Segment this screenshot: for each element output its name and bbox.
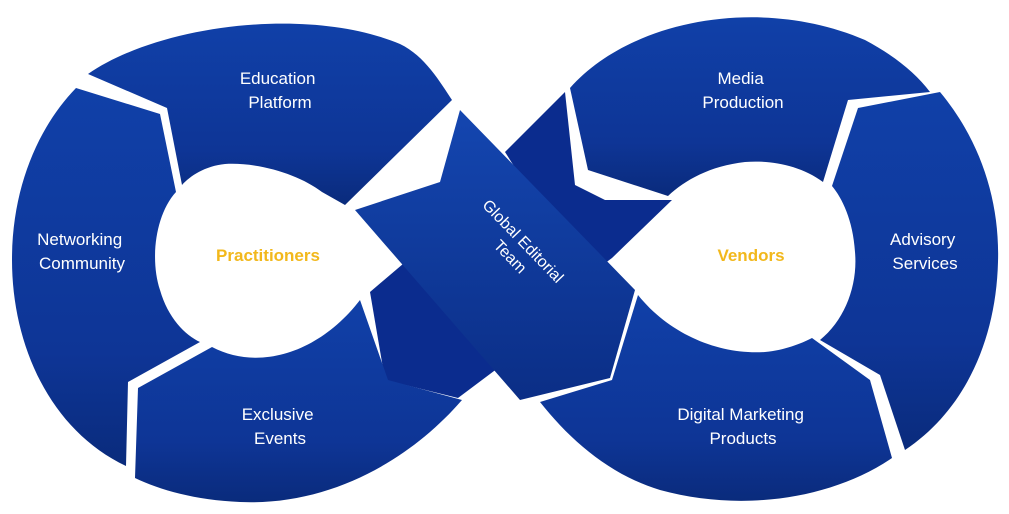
media-label-line1: Media xyxy=(717,69,764,88)
right-loop xyxy=(540,17,999,501)
segment-digital[interactable] xyxy=(540,295,892,501)
segment-networking[interactable] xyxy=(12,88,200,466)
crossing-back-lower xyxy=(370,258,506,398)
advisory-label-line1: Advisory xyxy=(890,230,956,249)
education-label-line1: Education xyxy=(240,69,316,88)
education-label: Education Platform xyxy=(240,69,320,112)
segment-media[interactable] xyxy=(570,17,930,197)
networking-label-line1: Networking xyxy=(37,230,122,249)
advisory-label: Advisory Services xyxy=(890,230,960,273)
networking-label-line2: Community xyxy=(39,254,125,273)
digital-label-line2: Products xyxy=(709,429,776,448)
events-label-line1: Exclusive xyxy=(242,405,314,424)
center-band[interactable] xyxy=(355,110,635,400)
left-loop xyxy=(12,23,462,503)
left-hub-label: Practitioners xyxy=(216,246,320,265)
events-label-line2: Events xyxy=(254,429,306,448)
segment-events[interactable] xyxy=(135,300,462,503)
right-hub-label: Vendors xyxy=(717,246,784,265)
advisory-label-line2: Services xyxy=(892,254,957,273)
crossing-back-upper xyxy=(505,92,672,278)
media-label-line2: Production xyxy=(702,93,783,112)
media-label: Media Production xyxy=(702,69,783,112)
digital-label: Digital Marketing Products xyxy=(677,405,808,448)
networking-label: Networking Community xyxy=(37,230,127,273)
events-label: Exclusive Events xyxy=(242,405,319,448)
segment-advisory[interactable] xyxy=(820,92,999,450)
education-label-line2: Platform xyxy=(248,93,311,112)
segment-education[interactable] xyxy=(88,23,452,205)
digital-label-line1: Digital Marketing xyxy=(677,405,804,424)
